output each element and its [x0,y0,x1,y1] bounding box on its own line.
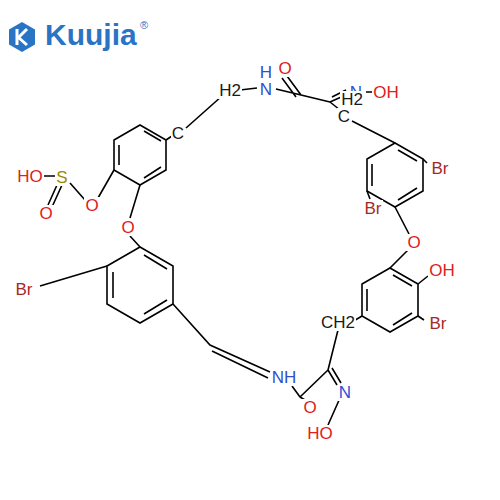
atom-label: HO [16,168,44,185]
atom-label: NH [271,369,298,386]
atom-label: O [84,197,99,214]
atom-label: H [259,64,273,81]
atom-label: S [55,169,68,186]
atom-label: O [120,219,135,236]
atom-label: O [406,234,421,251]
atom-label: OH [428,262,456,279]
atom-label: Br [429,315,448,332]
atom-label: Br [15,281,34,298]
atom-label: N [259,81,273,98]
atom-label: C [337,108,351,125]
atom-label: H2 [218,82,242,99]
atom-label: Br [364,200,383,217]
atom-label: O [38,205,53,222]
atom-label: N [338,384,352,401]
atom-label: Br [431,160,450,177]
atom-label: HO [306,425,334,442]
atom-label: C [171,125,185,142]
registered-mark: ® [139,20,149,31]
atom-label: CH2 [320,314,356,331]
atom-label: OH [372,84,400,101]
logo-icon [9,22,35,52]
atom-label: H2 [340,91,364,108]
watermark: Kuujia [44,20,138,50]
atom-label: O [277,60,292,77]
bond-lines [40,76,428,425]
atom-label: O [302,399,317,416]
